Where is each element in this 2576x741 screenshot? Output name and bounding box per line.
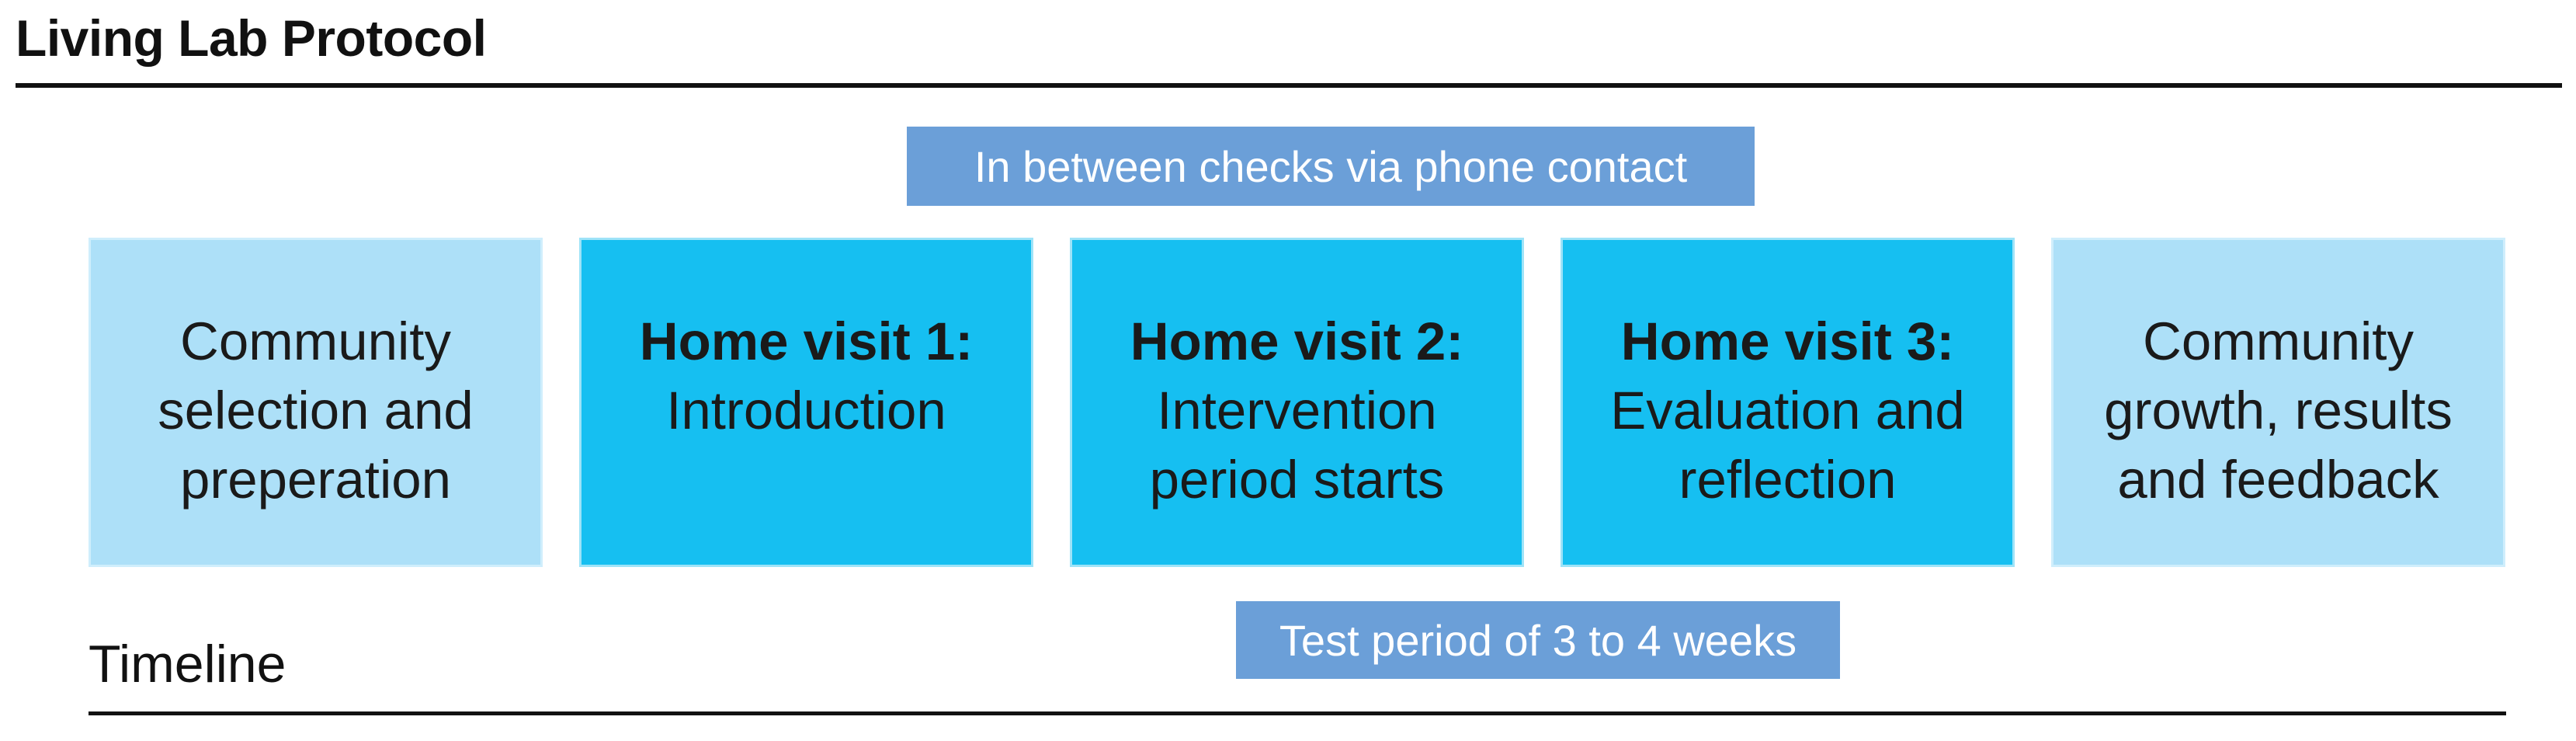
- step-text: Evaluation and reflection: [1610, 381, 1965, 510]
- step-text: Community selection and preperation: [158, 311, 474, 510]
- page-title: Living Lab Protocol: [16, 9, 487, 67]
- step-box-community-selection: Community selection and preperation: [89, 238, 543, 567]
- step-heading: Home visit 1:: [639, 311, 974, 371]
- step-box-community-growth: Community growth, results and feedback: [2051, 238, 2505, 567]
- step-box-home-visit-3: Home visit 3: Evaluation and reflection: [1561, 238, 2015, 567]
- step-heading: Home visit 3:: [1620, 311, 1955, 371]
- step-text: Introduction: [666, 381, 946, 440]
- test-period-banner: Test period of 3 to 4 weeks: [1236, 601, 1840, 679]
- step-text: Intervention period starts: [1149, 381, 1445, 510]
- phone-contact-banner: In between checks via phone contact: [907, 127, 1755, 206]
- step-text: Community growth, results and feedback: [2104, 311, 2453, 510]
- timeline-label: Timeline: [89, 635, 286, 694]
- step-heading: Home visit 2:: [1130, 311, 1464, 371]
- step-box-home-visit-2: Home visit 2: Intervention period starts: [1070, 238, 1524, 567]
- title-divider: [16, 83, 2562, 88]
- step-box-home-visit-1: Home visit 1: Introduction: [579, 238, 1033, 567]
- timeline-axis: [89, 711, 2506, 715]
